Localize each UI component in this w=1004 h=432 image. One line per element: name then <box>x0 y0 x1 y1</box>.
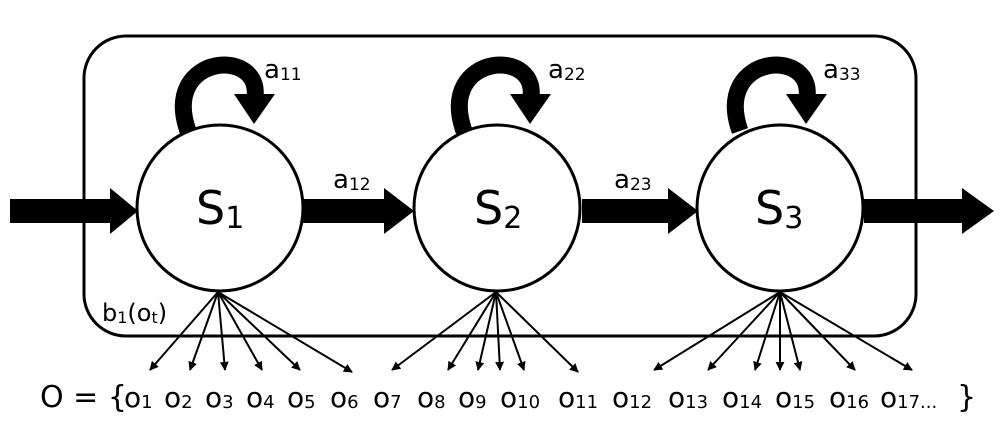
observation-item-o4: o4 <box>246 381 275 414</box>
transition-label-a12: a12 <box>333 165 371 195</box>
emission-arrow-s2-4 <box>495 291 505 371</box>
emission-arrow-s2-2 <box>447 291 497 371</box>
emission-arrow-s1-6 <box>217 291 353 373</box>
state-s1-label: S1 <box>196 181 244 236</box>
emission-arrow-s1-2 <box>188 291 219 371</box>
observation-item-o3: o3 <box>205 381 234 414</box>
emission-arrow-s1-1 <box>149 291 219 371</box>
emission-arrow-s3-2 <box>707 291 781 371</box>
exit-arrow <box>864 188 994 234</box>
observation-item-o13: o13 <box>668 381 708 414</box>
observation-item-o14: o14 <box>722 381 762 414</box>
observation-item-o17: o17... <box>880 381 937 414</box>
state-s1-node <box>135 123 305 293</box>
observation-item-o1: o1 <box>124 381 153 414</box>
entry-arrow <box>10 188 138 234</box>
self-transition-label-a11: a11 <box>264 55 302 85</box>
self-loop-arrow-s2 <box>450 56 551 134</box>
state-s3-node <box>695 123 865 293</box>
emission-arrow-s3-3 <box>753 291 781 371</box>
observation-item-o16: o16 <box>829 381 869 414</box>
emission-arrow-s2-1 <box>391 291 497 371</box>
emission-arrow-s2-5 <box>495 291 526 371</box>
emission-arrow-s1-3 <box>217 291 229 371</box>
emission-arrow-s3-5 <box>779 291 803 371</box>
observation-sequence-suffix: } <box>957 380 976 415</box>
observation-sequence-prefix: O = { <box>40 380 127 415</box>
state-s2-label: S2 <box>474 181 522 236</box>
emission-arrow-s2-6 <box>495 291 579 373</box>
self-loop-arrow-s1 <box>174 56 275 134</box>
observation-item-o5: o5 <box>287 381 316 414</box>
observation-item-o15: o15 <box>775 381 815 414</box>
self-transition-label-a33: a33 <box>823 55 861 85</box>
observation-item-o11: o11 <box>558 381 598 414</box>
observation-item-o7: o7 <box>373 381 402 414</box>
emission-arrow-s3-6 <box>779 291 856 371</box>
transition-arrow-s1-s2 <box>302 188 414 234</box>
observation-item-o2: o2 <box>164 381 193 414</box>
emission-arrows <box>149 291 913 373</box>
self-transition-label-a22: a22 <box>548 55 586 85</box>
emission-label: b1(ot) <box>102 299 167 327</box>
observation-sequence-items: o1 o2 o3 o4 o5 o6 o7 o8 o9 o10 o11 o12 o13 o14 o15 o16 o… <box>124 381 937 414</box>
self-loop-arrow-s3 <box>726 56 827 134</box>
emission-arrow-s1-4 <box>217 291 263 371</box>
observation-item-o10: o10 <box>500 381 540 414</box>
observation-item-o12: o12 <box>612 381 652 414</box>
observation-item-o8: o8 <box>417 381 446 414</box>
observation-item-o6: o6 <box>330 381 359 414</box>
observation-item-o9: o9 <box>458 381 487 414</box>
state-s3-label: S3 <box>755 181 803 236</box>
emission-arrow-s3-7 <box>779 291 913 371</box>
emission-arrow-s1-5 <box>217 291 301 371</box>
transition-label-a23: a23 <box>614 165 652 195</box>
transition-arrow-s2-s3 <box>582 188 698 234</box>
state-s2-node <box>412 123 582 293</box>
model-boundary <box>82 34 918 338</box>
emission-arrow-s2-3 <box>475 291 497 371</box>
emission-arrow-s3-1 <box>653 291 781 371</box>
